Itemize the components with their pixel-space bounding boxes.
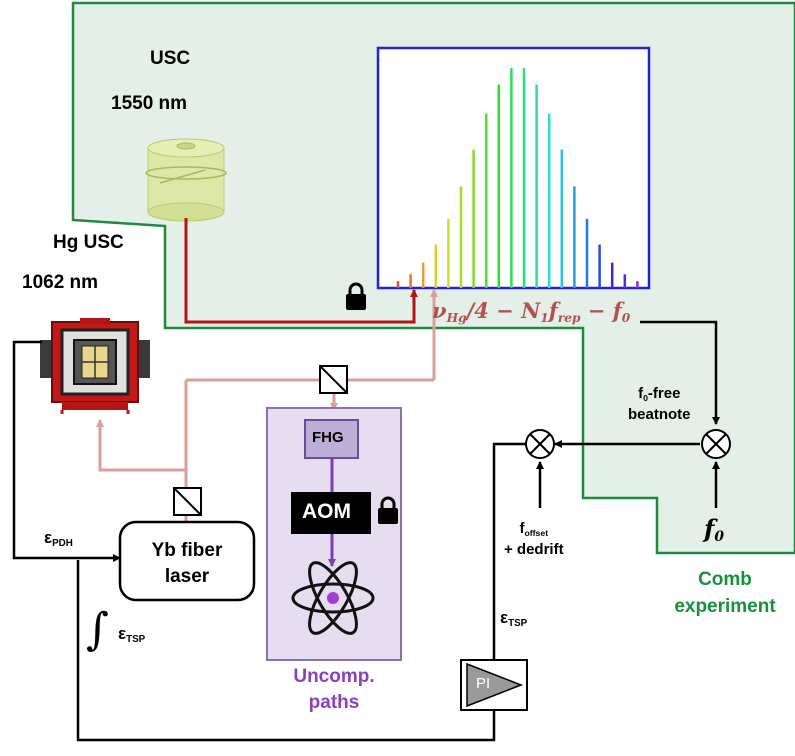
yb-laser-label: Yb fiber laser <box>151 540 223 587</box>
cavity-cross-section-icon <box>40 318 150 414</box>
mixer-icon <box>701 429 731 459</box>
f0-input-label: f0 <box>704 514 725 546</box>
amplifier-triangle-icon <box>460 659 528 711</box>
pi-label: PI <box>476 675 491 692</box>
usc-title: USC <box>150 48 191 69</box>
padlock-icon <box>346 282 366 310</box>
comb-spectrum <box>376 46 651 290</box>
f-offset-label: foffset + dedrift <box>504 520 564 558</box>
yb-laser-box <box>118 520 256 602</box>
beamsplitter-icon <box>173 487 202 516</box>
mixer-icon <box>525 429 555 459</box>
padlock-icon <box>378 496 398 524</box>
spectrum-lines <box>396 68 639 288</box>
beamsplitter-icon <box>319 365 348 394</box>
beat-formula: νHg/4 − N1frep − f0 <box>432 298 631 325</box>
eps-tsp-left-label: εTSP <box>118 624 146 646</box>
comb-experiment-label: Comb experiment <box>674 569 776 617</box>
spectrum-frame <box>376 46 651 290</box>
eps-pdh-label: εPDH <box>44 528 73 550</box>
eps-tsp-right-label: εTSP <box>500 608 528 630</box>
atom-icon <box>291 561 375 635</box>
usc-wavelength: 1550 nm <box>111 93 188 114</box>
hg-usc-title: Hg USC <box>53 232 124 253</box>
fhg-label: FHG <box>312 429 344 446</box>
aom-box <box>291 492 371 534</box>
hg-usc-wavelength: 1062 nm <box>22 272 99 293</box>
f0-free-beatnote-label: f0-free beatnote <box>628 385 691 423</box>
uncomp-paths-label: Uncomp. paths <box>293 666 375 713</box>
usc-red-path <box>184 218 418 324</box>
aom-label: AOM <box>302 500 351 523</box>
signal-paths <box>12 320 720 742</box>
cylindrical-cavity-icon <box>145 138 227 222</box>
integral-symbol: ∫ <box>86 604 109 655</box>
